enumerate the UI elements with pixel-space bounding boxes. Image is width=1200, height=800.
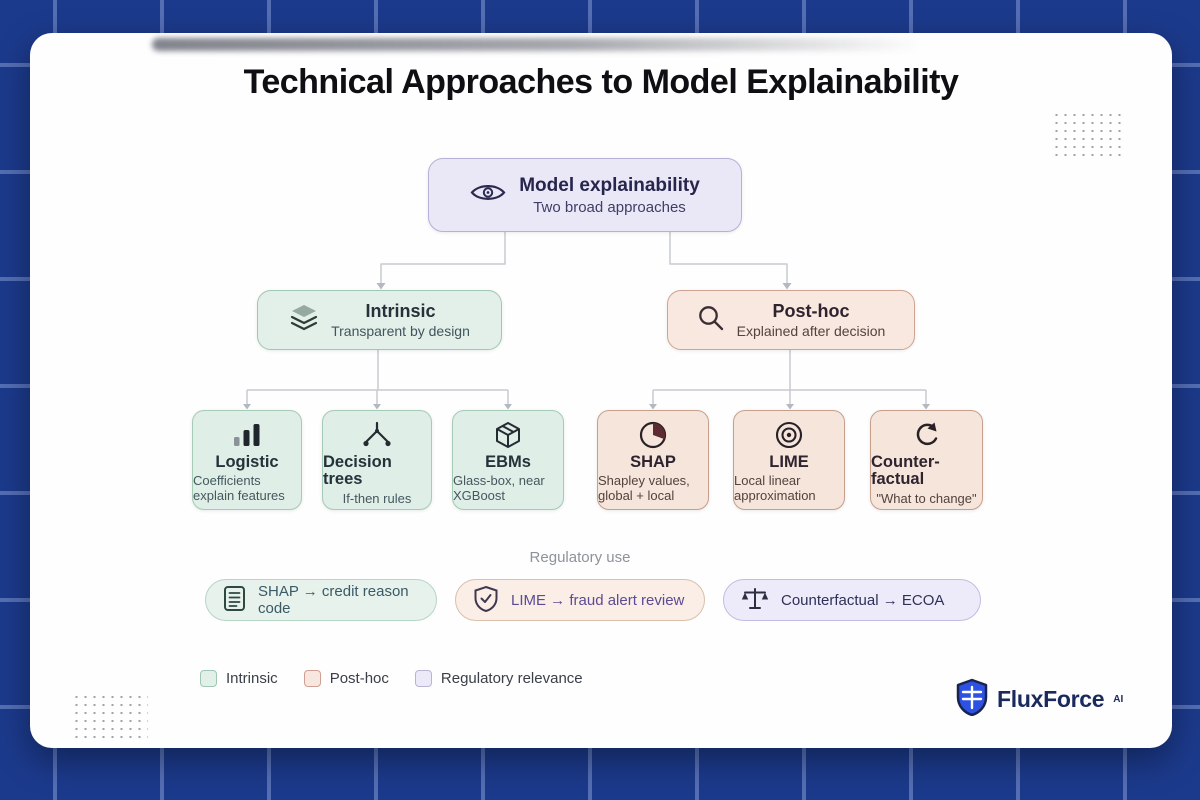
infographic-card: Technical Approaches to Model Explainabi…: [30, 33, 1172, 748]
pill-text: Counterfactual → ECOA: [781, 591, 945, 609]
node-intrinsic: Intrinsic Transparent by design: [257, 290, 502, 350]
tree-branch-icon: [360, 420, 394, 450]
regulatory-use-label: Regulatory use: [529, 549, 631, 566]
node-lime: LIME Local linear approximation: [733, 410, 845, 510]
legend: Intrinsic Post-hoc Regulatory relevance: [200, 670, 583, 687]
pill-lime-fraud-alert-review: LIME → fraud alert review: [455, 579, 705, 621]
connector-lines: [243, 230, 930, 410]
regulatory-swatch-icon: [414, 670, 432, 687]
node-shap: SHAP Shapley values, global + local: [597, 410, 709, 510]
layers-icon: [289, 303, 319, 337]
node-subtitle: "What to change": [876, 490, 977, 506]
legend-item-intrinsic: Intrinsic: [200, 670, 278, 687]
node-model-explainability: Model explainability Two broad approache…: [428, 158, 742, 232]
shield-check-icon: [473, 585, 499, 616]
node-subtitle: Glass-box, near XGBoost: [453, 473, 545, 503]
node-subtitle: Two broad approaches: [533, 198, 686, 216]
page-title: Technical Approaches to Model Explainabi…: [243, 63, 959, 101]
ghost-smudge-artifact: [152, 38, 922, 51]
dot-grid-decoration-bottom-left: [72, 693, 148, 743]
posthoc-swatch-icon: [303, 670, 321, 687]
node-counterfactual: Counter-factual "What to change": [870, 410, 983, 510]
cube-icon: [493, 420, 523, 450]
node-title: EBMs: [485, 453, 531, 471]
shield-grid-icon: [955, 678, 989, 721]
scales-icon: [741, 586, 769, 615]
target-icon: [774, 420, 804, 450]
node-title: LIME: [769, 453, 809, 471]
brand-superscript: AI: [1113, 694, 1124, 705]
node-title: SHAP: [630, 453, 676, 471]
pill-text: LIME → fraud alert review: [511, 591, 685, 609]
node-title: Post-hoc: [772, 301, 850, 321]
legend-label: Post-hoc: [329, 670, 389, 687]
eye-icon: [470, 181, 506, 209]
pill-shap-credit-reason-code: SHAP → credit reason code: [205, 579, 437, 621]
node-decision-trees: Decision trees If-then rules: [322, 410, 432, 510]
legend-item-posthoc: Post-hoc: [303, 670, 389, 687]
pie-chart-icon: [638, 420, 668, 450]
pill-counterfactual-ecoa: Counterfactual → ECOA: [723, 579, 981, 621]
node-subtitle: Explained after decision: [736, 323, 886, 339]
node-subtitle: Coefficients explain features: [193, 473, 285, 503]
undo-arrow-icon: [912, 420, 942, 450]
node-title: Intrinsic: [365, 301, 436, 321]
brand-name: FluxForce: [997, 686, 1105, 712]
dot-grid-decoration-top-right: [1052, 111, 1124, 157]
node-logistic: Logistic Coefficients explain features: [192, 410, 302, 510]
node-title: Model explainability: [519, 174, 700, 196]
node-ebms: EBMs Glass-box, near XGBoost: [452, 410, 564, 510]
node-title: Counter-factual: [871, 453, 940, 489]
node-posthoc: Post-hoc Explained after decision: [667, 290, 915, 350]
bar-chart-icon: [232, 420, 262, 450]
node-title: Logistic: [215, 453, 279, 471]
document-lines-icon: [223, 585, 246, 616]
intrinsic-swatch-icon: [200, 670, 217, 687]
node-subtitle: If-then rules: [342, 490, 412, 506]
legend-label: Regulatory relevance: [440, 670, 583, 687]
node-subtitle: Transparent by design: [331, 323, 470, 339]
legend-label: Intrinsic: [226, 670, 278, 687]
magnifier-icon: [697, 304, 725, 337]
node-subtitle: Local linear approximation: [734, 473, 816, 503]
pill-text: SHAP → credit reason code: [258, 583, 409, 617]
legend-item-regulatory: Regulatory relevance: [414, 670, 583, 687]
node-title: Decision trees: [323, 453, 392, 489]
brand-logo: FluxForce AI: [955, 678, 1123, 721]
node-subtitle: Shapley values, global + local: [598, 473, 690, 503]
